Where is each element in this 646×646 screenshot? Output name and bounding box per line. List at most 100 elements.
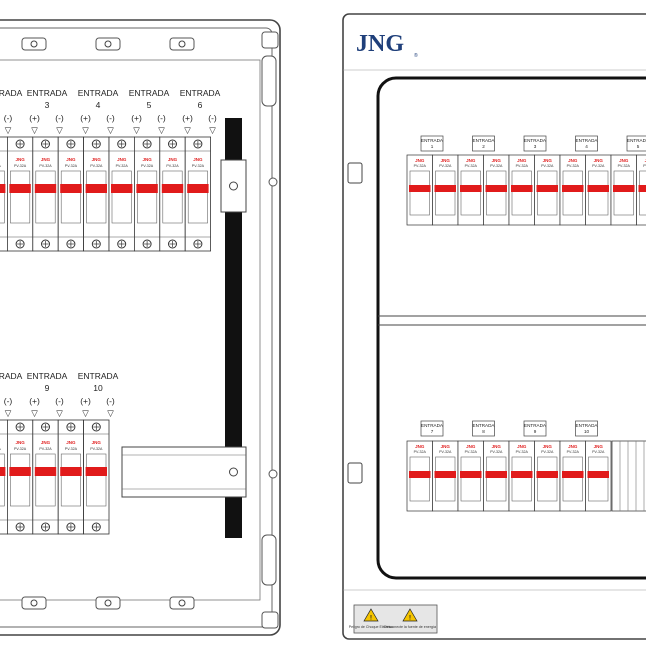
breaker-brand: JNG xyxy=(66,157,76,162)
breaker-toggle[interactable] xyxy=(485,185,508,192)
entrada-header: ENTRADA xyxy=(0,88,23,98)
left-bottom-breakers: JNGPV-32AJNGPV-32AJNGPV-32AJNGPV-32AJNGP… xyxy=(0,419,110,535)
right-bottom-breakers: JNGPV-32AJNGPV-32AJNGPV-32AJNGPV-32AJNGP… xyxy=(406,440,612,512)
polarity-label: (+) xyxy=(80,396,91,406)
breaker-model: PV-32A xyxy=(516,450,529,454)
polarity-label: (-) xyxy=(208,113,217,123)
breaker-brand: JNG xyxy=(415,444,425,449)
polarity-label: (-) xyxy=(4,396,13,406)
breaker-model: PV-32A xyxy=(567,450,580,454)
breaker-toggle[interactable] xyxy=(434,185,457,192)
breaker-toggle[interactable] xyxy=(9,184,31,193)
breaker-brand: JNG xyxy=(492,444,502,449)
breaker-brand: JNG xyxy=(92,157,102,162)
breaker-toggle[interactable] xyxy=(9,467,31,476)
breaker-model: PV-32A xyxy=(90,164,103,168)
breaker-brand: JNG xyxy=(594,158,604,163)
arrow-down-icon: ▽ xyxy=(31,125,38,135)
breaker-toggle[interactable] xyxy=(460,471,482,478)
entrada-header: ENTRADA xyxy=(78,88,119,98)
breaker-model: PV-32A xyxy=(541,164,554,168)
breaker-toggle[interactable] xyxy=(34,467,57,476)
entrada-label: ENTRADA xyxy=(524,423,547,428)
breaker-toggle[interactable] xyxy=(409,185,431,192)
breaker-toggle[interactable] xyxy=(587,185,610,192)
breaker-toggle[interactable] xyxy=(0,184,6,193)
breaker-toggle[interactable] xyxy=(460,185,482,192)
entrada-label: ENTRADA xyxy=(576,423,599,428)
entrada-header: ENTRADA xyxy=(129,88,170,98)
breaker-brand: JNG xyxy=(41,440,51,445)
breaker-model: PV-32A xyxy=(541,450,554,454)
polarity-label: (-) xyxy=(55,113,64,123)
breaker-toggle[interactable] xyxy=(485,471,508,478)
svg-text:®: ® xyxy=(414,52,418,59)
entrada-label: ENTRADA xyxy=(421,138,444,143)
breaker-toggle[interactable] xyxy=(0,467,6,476)
breaker-toggle[interactable] xyxy=(562,471,584,478)
polarity-label: (-) xyxy=(157,113,166,123)
polarity-label: (-) xyxy=(4,113,13,123)
breaker-toggle[interactable] xyxy=(85,184,107,193)
breaker-brand: JNG xyxy=(645,158,646,163)
brand-logo: JNG xyxy=(356,31,404,57)
breaker-model: PV-32A xyxy=(567,164,580,168)
breaker-toggle[interactable] xyxy=(136,184,158,193)
arrow-down-icon: ▽ xyxy=(82,408,89,418)
breaker-brand: JNG xyxy=(441,158,451,163)
breaker-toggle[interactable] xyxy=(60,467,82,476)
breaker-toggle[interactable] xyxy=(587,471,610,478)
arrow-down-icon: ▽ xyxy=(56,125,63,135)
breaker-toggle[interactable] xyxy=(111,184,133,193)
din-rail-vertical xyxy=(121,118,247,538)
breaker-toggle[interactable] xyxy=(613,185,635,192)
breaker-toggle[interactable] xyxy=(85,467,107,476)
entrada-header: ENTRADA xyxy=(27,371,68,381)
breaker-brand: JNG xyxy=(492,158,502,163)
breaker-brand: JNG xyxy=(543,158,553,163)
entrada-number: 10 xyxy=(584,429,590,434)
breaker-brand: JNG xyxy=(619,158,629,163)
breaker-toggle[interactable] xyxy=(434,471,457,478)
breaker-model: PV-32A xyxy=(39,447,52,451)
entrada-number: 1 xyxy=(431,144,434,149)
breaker-toggle[interactable] xyxy=(409,471,431,478)
breaker-brand: JNG xyxy=(41,157,51,162)
polarity-label: (-) xyxy=(106,113,115,123)
breaker-module: JNG PV-32A xyxy=(32,419,59,535)
breaker-model: PV-32A xyxy=(141,164,154,168)
breaker-toggle[interactable] xyxy=(34,184,57,193)
breaker-toggle[interactable] xyxy=(511,185,533,192)
polarity-label: (+) xyxy=(182,113,193,123)
breaker-model: PV-32A xyxy=(14,164,27,168)
breaker-model: PV-32A xyxy=(116,164,129,168)
breaker-toggle[interactable] xyxy=(161,184,184,193)
breaker-toggle[interactable] xyxy=(638,185,646,192)
breaker-model: PV-32A xyxy=(465,164,478,168)
breaker-toggle[interactable] xyxy=(562,185,584,192)
breaker-toggle[interactable] xyxy=(536,185,559,192)
breaker-module: JNG PV-32A xyxy=(83,136,110,252)
breaker-toggle[interactable] xyxy=(187,184,209,193)
warning-label-1: Peligro de Choque Eléctrico xyxy=(349,625,394,629)
arrow-down-icon: ▽ xyxy=(31,408,38,418)
breaker-brand: JNG xyxy=(168,157,178,162)
breaker-toggle[interactable] xyxy=(511,471,533,478)
arrow-down-icon: ▽ xyxy=(133,125,140,135)
breaker-model: PV-32A xyxy=(192,164,205,168)
breaker-toggle[interactable] xyxy=(60,184,82,193)
breaker-toggle[interactable] xyxy=(536,471,559,478)
